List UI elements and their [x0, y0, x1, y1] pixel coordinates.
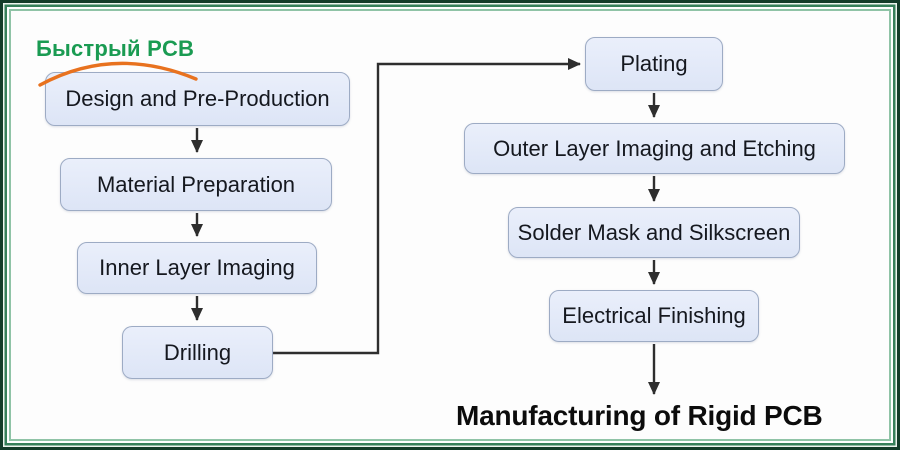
- flow-box-label: Electrical Finishing: [562, 303, 746, 328]
- flow-box-drilling: Drilling: [122, 326, 273, 379]
- flow-box-label: Outer Layer Imaging and Etching: [493, 135, 816, 161]
- flow-box-design-pre-production: Design and Pre-Production: [45, 72, 350, 126]
- brand-logo: Быстрый PCB: [36, 36, 198, 87]
- flow-box-inner-layer-imaging: Inner Layer Imaging: [77, 242, 317, 294]
- flow-box-material-preparation: Material Preparation: [60, 158, 332, 211]
- flow-box-label: Inner Layer Imaging: [99, 255, 295, 280]
- diagram-title: Manufacturing of Rigid PCB: [456, 400, 823, 431]
- flow-box-label: Design and Pre-Production: [65, 86, 330, 111]
- flow-box-label: Drilling: [163, 339, 232, 365]
- connector-drilling-to-plating: [273, 58, 581, 355]
- flow-box-electrical-finishing: Electrical Finishing: [549, 290, 759, 342]
- logo-swoosh-icon: [38, 61, 198, 87]
- flow-box-plating: Plating: [585, 37, 723, 91]
- brand-logo-text: Быстрый PCB: [36, 36, 195, 61]
- flow-box-label: Material Preparation: [96, 171, 296, 197]
- flow-box-outer-layer-imaging-etching: Outer Layer Imaging and Etching: [464, 123, 845, 174]
- flow-box-label: Solder Mask and Silkscreen: [517, 219, 791, 245]
- flow-box-label: Plating: [620, 51, 688, 76]
- flow-box-solder-mask-silkscreen: Solder Mask and Silkscreen: [508, 207, 800, 258]
